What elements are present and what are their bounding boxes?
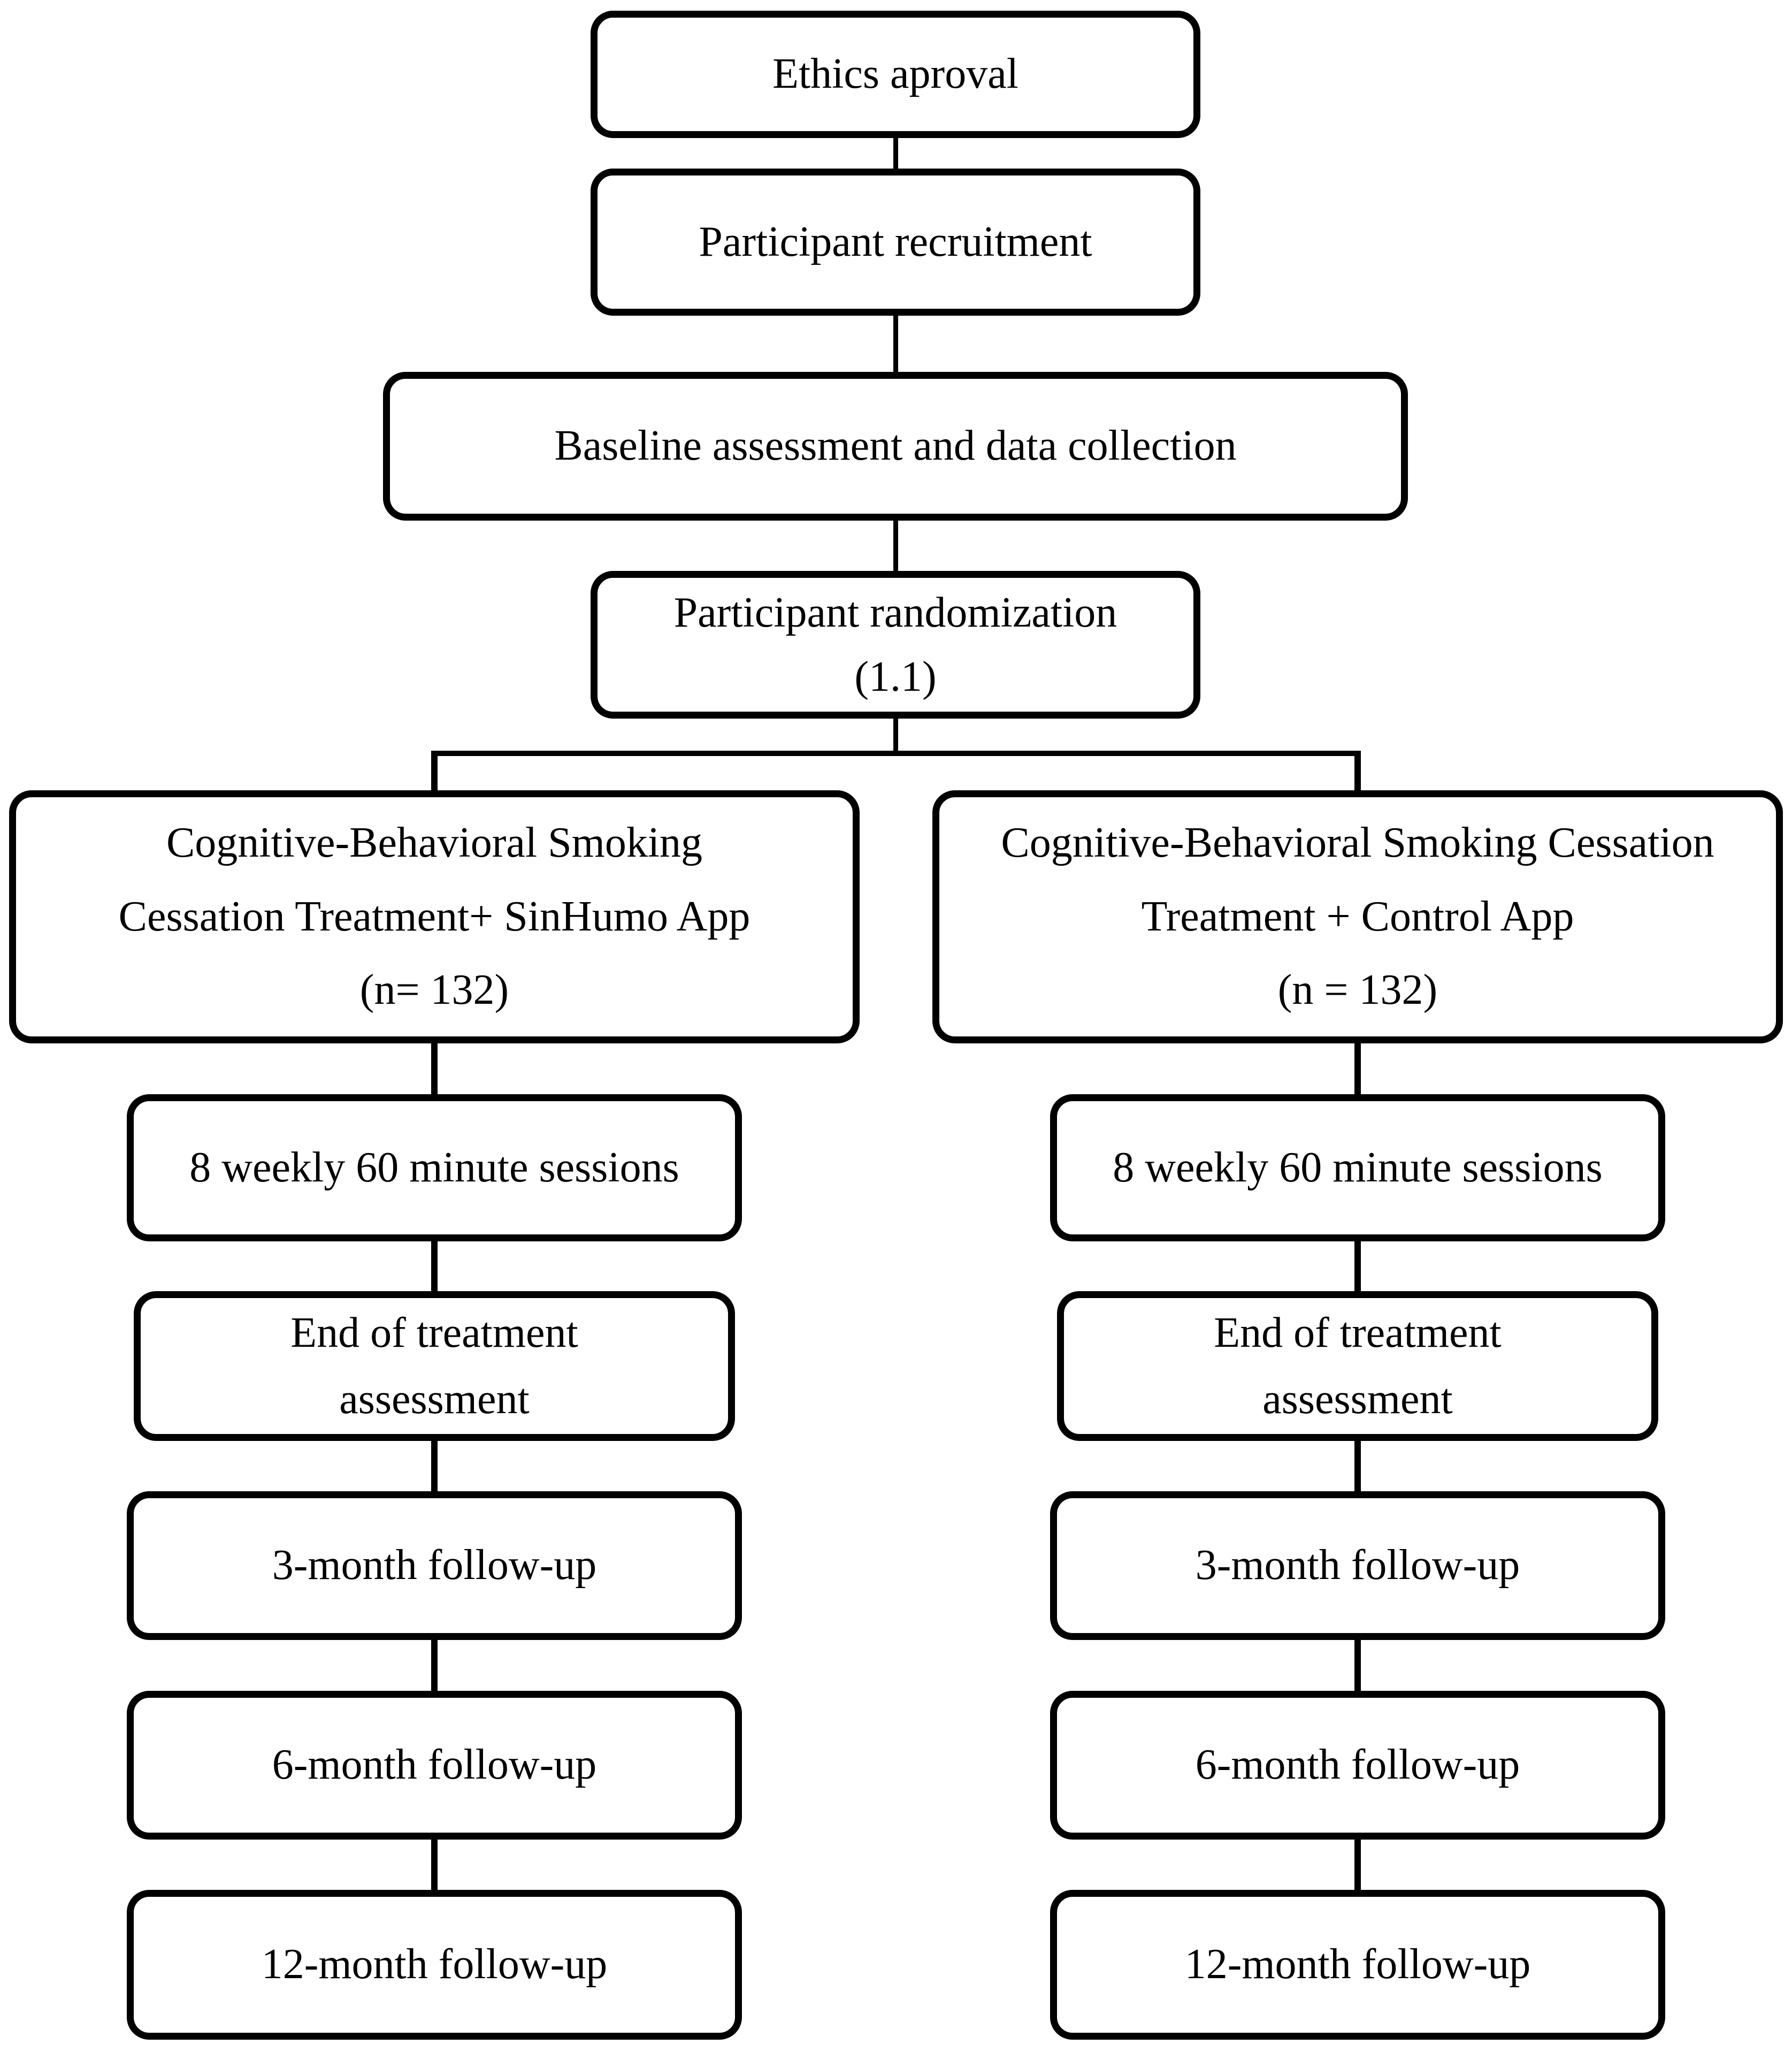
connector-left-arm-sessions [431, 1041, 438, 1097]
node-participant-recruitment-label: Participant recruitment [699, 218, 1092, 265]
node-left-6-month-followup-label: 6-month follow-up [272, 1741, 597, 1789]
connector-split-drop-right [1354, 751, 1361, 794]
node-left-12-month-followup-label: 12-month follow-up [261, 1941, 608, 1988]
connector-left-fu6-fu12 [431, 1837, 438, 1893]
node-ethics-approval: Ethics aproval [591, 11, 1200, 138]
node-left-3-month-followup: 3-month follow-up [127, 1491, 742, 1640]
connector-split-horizontal [431, 751, 1361, 756]
node-left-end-of-treatment: End of treatment assessment [134, 1291, 735, 1441]
node-participant-recruitment: Participant recruitment [591, 169, 1200, 316]
node-arm-sinhumo-app-label: Cognitive-Behavioral Smoking Cessation T… [118, 819, 751, 1014]
connector-left-sessions-end [431, 1239, 438, 1294]
node-left-end-of-treatment-label: End of treatment assessment [290, 1309, 578, 1423]
connector-recruitment-baseline [893, 313, 898, 375]
node-right-sessions: 8 weekly 60 minute sessions [1050, 1094, 1665, 1241]
node-arm-control-app: Cognitive-Behavioral Smoking Cessation T… [932, 790, 1783, 1043]
node-left-sessions-label: 8 weekly 60 minute sessions [189, 1143, 679, 1191]
node-left-3-month-followup-label: 3-month follow-up [272, 1542, 597, 1589]
connector-right-end-fu3 [1354, 1438, 1361, 1494]
node-right-12-month-followup: 12-month follow-up [1050, 1890, 1665, 2040]
node-right-12-month-followup-label: 12-month follow-up [1184, 1941, 1531, 1988]
node-arm-sinhumo-app: Cognitive-Behavioral Smoking Cessation T… [9, 790, 860, 1043]
connector-right-sessions-end [1354, 1239, 1361, 1294]
connector-randomization-split [893, 716, 898, 756]
connector-right-arm-sessions [1354, 1041, 1361, 1097]
node-left-12-month-followup: 12-month follow-up [127, 1890, 742, 2040]
connector-right-fu6-fu12 [1354, 1837, 1361, 1893]
connector-left-fu3-fu6 [431, 1637, 438, 1694]
connector-right-fu3-fu6 [1354, 1637, 1361, 1694]
node-baseline-assessment: Baseline assessment and data collection [383, 372, 1408, 521]
node-right-6-month-followup-label: 6-month follow-up [1195, 1741, 1520, 1789]
node-right-3-month-followup: 3-month follow-up [1050, 1491, 1665, 1640]
node-ethics-approval-label: Ethics aproval [772, 50, 1018, 98]
node-participant-randomization-label: Participant randomization (1.1) [673, 589, 1117, 700]
connector-ethics-recruitment [893, 135, 898, 171]
connector-split-drop-left [431, 751, 438, 794]
node-right-sessions-label: 8 weekly 60 minute sessions [1113, 1143, 1603, 1191]
node-right-3-month-followup-label: 3-month follow-up [1195, 1542, 1520, 1589]
node-participant-randomization: Participant randomization (1.1) [591, 571, 1200, 719]
node-baseline-assessment-label: Baseline assessment and data collection [554, 422, 1237, 470]
node-left-6-month-followup: 6-month follow-up [127, 1691, 742, 1840]
node-right-end-of-treatment: End of treatment assessment [1057, 1291, 1658, 1441]
node-left-sessions: 8 weekly 60 minute sessions [127, 1094, 742, 1241]
connector-baseline-randomization [893, 518, 898, 574]
node-right-end-of-treatment-label: End of treatment assessment [1214, 1309, 1502, 1423]
node-arm-control-app-label: Cognitive-Behavioral Smoking Cessation T… [1001, 819, 1714, 1014]
connector-left-end-fu3 [431, 1438, 438, 1494]
node-right-6-month-followup: 6-month follow-up [1050, 1691, 1665, 1840]
